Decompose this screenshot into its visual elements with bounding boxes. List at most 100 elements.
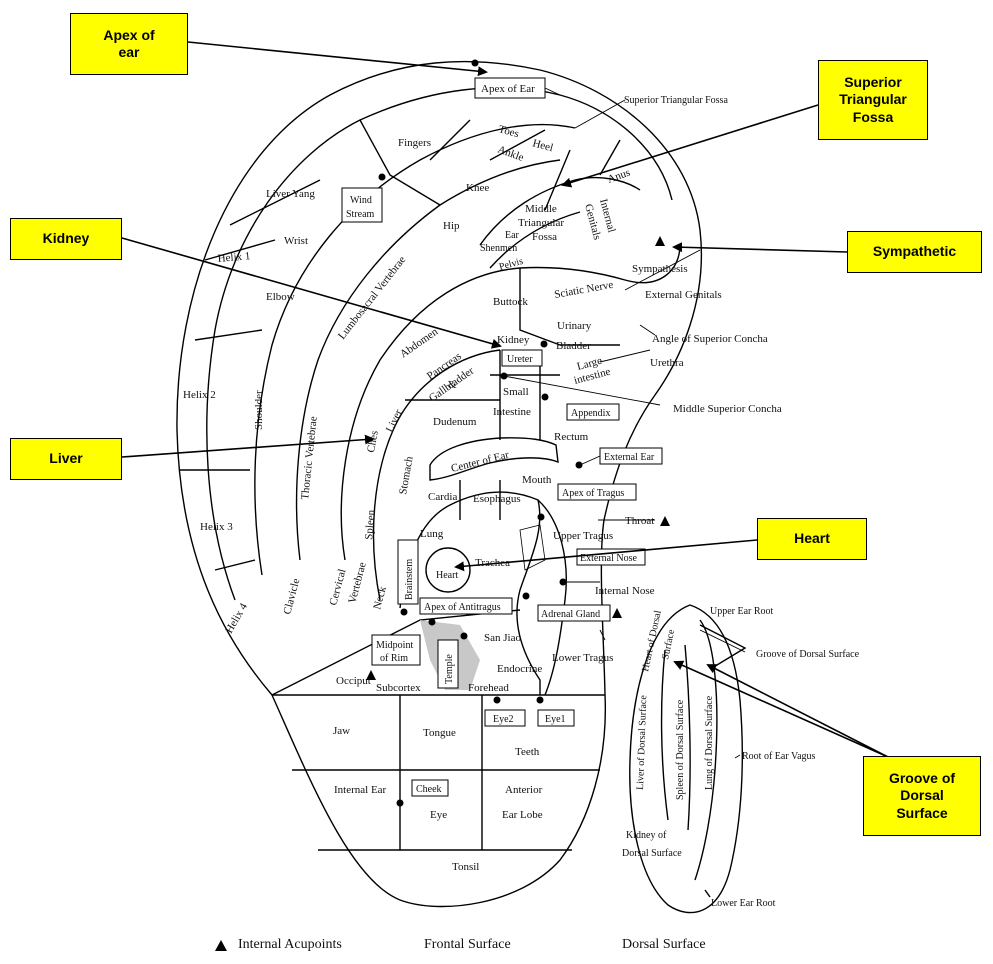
label-groove-of-dorsal-surface: Groove of Dorsal Surface xyxy=(756,649,860,660)
label-spleen: Spleen xyxy=(363,509,378,540)
callout-groove-of-dorsal-surface: Groove of Dorsal Surface xyxy=(863,756,981,836)
label-urethra: Urethra xyxy=(650,357,684,369)
label-appendix: Appendix xyxy=(571,408,610,419)
label-intestine-small: Intestine xyxy=(493,406,531,418)
triangle-adrenal xyxy=(612,608,622,618)
label-upper-ear-root: Upper Ear Root xyxy=(710,606,774,617)
label-root-of-ear-vagus: Root of Ear Vagus xyxy=(742,751,816,762)
segment-3 xyxy=(195,330,262,340)
label-internal-ear: Internal Ear xyxy=(334,784,387,796)
label-apex-of-tragus: Apex of Tragus xyxy=(562,488,624,499)
dorsal-lower-root xyxy=(705,890,710,897)
callout-superior-triangular-fossa: Superior Triangular Fossa xyxy=(818,60,928,140)
label-helix-3: Helix 3 xyxy=(200,521,233,533)
label-heart-of-dorsal: Heart of Dorsal xyxy=(640,609,664,672)
label-apex-of-ear: Apex of Ear xyxy=(481,83,535,95)
label-rectum: Rectum xyxy=(554,431,589,443)
label-tonsil: Tonsil xyxy=(452,861,479,873)
label-lower-ear-root: Lower Ear Root xyxy=(711,898,776,909)
dot-apex-of-ear xyxy=(472,60,479,67)
label-helix-2: Helix 2 xyxy=(183,389,216,401)
label-apex-of-antitragus: Apex of Antitragus xyxy=(424,602,501,613)
segment-9 xyxy=(545,150,570,210)
label-subcortex: Subcortex xyxy=(376,682,421,694)
label-esophagus: Esophagus xyxy=(473,493,521,505)
label-vertebrae: Vertebrae xyxy=(346,561,369,605)
label-cardia: Cardia xyxy=(428,491,457,503)
label-internal-nose: Internal Nose xyxy=(595,585,655,597)
label-shenmen: Shenmen xyxy=(480,243,517,254)
label-dorsal-surface-kidney: Dorsal Surface xyxy=(622,848,682,859)
label-heart-of-dorsal-surface: Surface xyxy=(660,628,677,661)
text-labels: Apex of Ear Superior Triangular Fossa Fi… xyxy=(183,83,860,909)
label-kidney: Kidney xyxy=(497,334,530,346)
label-kidney-of: Kidney of xyxy=(626,830,667,841)
dot-appendix xyxy=(542,394,549,401)
label-sympathesis: Sympathesis xyxy=(632,263,688,275)
label-clavicle: Clavicle xyxy=(281,577,302,616)
label-stomach: Stomach xyxy=(397,455,416,495)
arrow-sympathetic xyxy=(674,247,847,252)
concha-outline xyxy=(341,245,680,560)
label-abdomen: Abdomen xyxy=(398,325,441,360)
label-eye2: Eye2 xyxy=(493,714,514,725)
label-wrist: Wrist xyxy=(284,235,308,247)
label-bladder: Bladder xyxy=(556,340,591,352)
label-shoulder: Shoulder xyxy=(253,390,265,430)
label-sciatic-nerve: Sciatic Nerve xyxy=(553,279,614,301)
dot-brainstem xyxy=(401,609,408,616)
label-ankle: Ankle xyxy=(496,144,525,165)
label-urinary: Urinary xyxy=(557,320,592,332)
label-lung-of-dorsal: Lung of Dorsal Surface xyxy=(704,695,715,790)
label-jaw: Jaw xyxy=(333,725,350,737)
label-external-ear: External Ear xyxy=(604,452,655,463)
label-chest: Ches xyxy=(365,430,381,454)
dot-eye1 xyxy=(537,697,544,704)
triangular-fossa xyxy=(480,178,640,245)
label-neck: Neck xyxy=(371,585,389,611)
label-small: Small xyxy=(503,386,529,398)
label-liver: Liver xyxy=(384,407,405,434)
label-mouth: Mouth xyxy=(522,474,552,486)
callout-kidney: Kidney xyxy=(10,218,122,260)
label-hip: Hip xyxy=(443,220,460,232)
label-of-rim: of Rim xyxy=(380,653,408,664)
label-cheek: Cheek xyxy=(416,784,442,795)
label-forehead: Forehead xyxy=(468,682,509,694)
label-lung: Lung xyxy=(420,528,444,540)
label-ear: Ear xyxy=(505,230,520,241)
inner-helix-rim xyxy=(207,88,672,600)
label-liver-yang: Liver Yang xyxy=(266,188,315,200)
triangle-sympathesis xyxy=(655,236,665,246)
label-buttock: Buttock xyxy=(493,296,528,308)
segment-1 xyxy=(230,180,320,225)
label-external-genitals: External Genitals xyxy=(645,289,722,301)
label-brainstem: Brainstem xyxy=(404,559,415,600)
label-helix-4: Helix 4 xyxy=(223,601,250,636)
label-ureter: Ureter xyxy=(507,354,533,365)
arrow-apex xyxy=(188,42,486,72)
label-san-jiao: San Jiao xyxy=(484,632,521,644)
label-middle-superior-concha: Middle Superior Concha xyxy=(673,403,782,415)
caption-internal-acupoints: Internal Acupoints xyxy=(238,937,342,953)
triangle-legend xyxy=(215,940,227,951)
callout-liver: Liver xyxy=(10,438,122,480)
arrow-superior-fossa xyxy=(563,105,818,185)
arrow-kidney xyxy=(122,238,500,346)
label-spleen-of-dorsal: Spleen of Dorsal Surface xyxy=(675,699,686,800)
label-center-of-ear: Center of Ear xyxy=(450,449,511,475)
dot-external-ear xyxy=(576,462,583,469)
label-lower-tragus: Lower Tragus xyxy=(552,652,613,664)
callout-apex-of-ear: Apex of ear xyxy=(70,13,188,75)
label-temple: Temple xyxy=(444,654,455,684)
dorsal-inner-2 xyxy=(662,650,668,820)
label-heart: Heart xyxy=(436,570,458,581)
label-liver-of-dorsal: Liver of Dorsal Surface xyxy=(635,695,649,791)
label-middle: Middle xyxy=(525,203,557,215)
arrow-groove-2 xyxy=(708,665,888,757)
callout-heart: Heart xyxy=(757,518,867,560)
label-triangular: Triangular xyxy=(518,217,564,229)
dot-wind-stream xyxy=(379,174,386,181)
label-stream: Stream xyxy=(346,209,375,220)
